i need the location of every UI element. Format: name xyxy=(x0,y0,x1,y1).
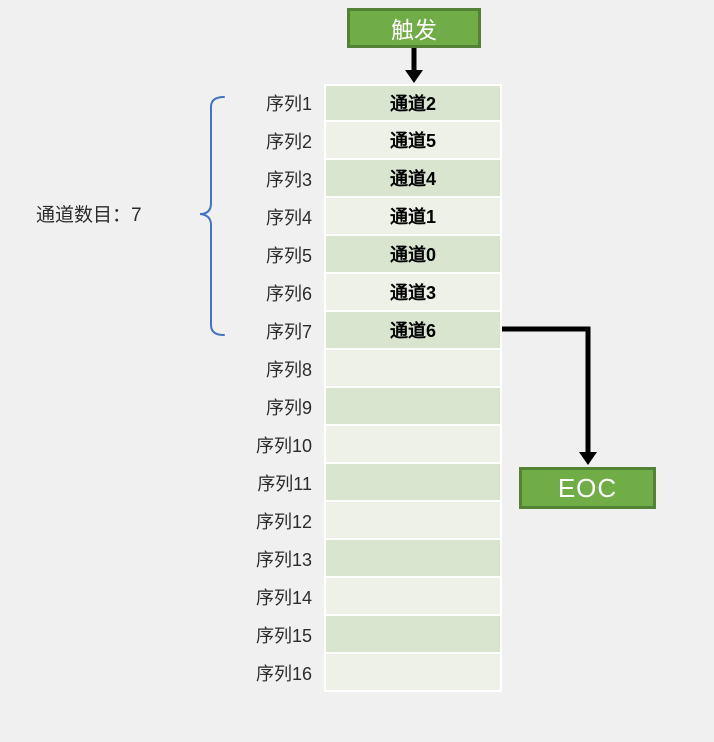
channel-cell xyxy=(324,578,502,616)
sequence-row: 序列7 通道6 xyxy=(230,312,502,350)
sequence-row: 序列8 xyxy=(230,350,502,388)
channel-cell xyxy=(324,616,502,654)
channel-cell: 通道3 xyxy=(324,274,502,312)
sequence-row: 序列11 xyxy=(230,464,502,502)
sequence-row: 序列10 xyxy=(230,426,502,464)
sequence-label: 序列11 xyxy=(257,474,312,494)
count-bracket xyxy=(199,96,225,336)
sequence-label: 序列6 xyxy=(265,284,312,304)
sequence-label: 序列1 xyxy=(265,94,312,114)
sequence-label: 序列13 xyxy=(255,550,312,570)
sequence-label: 序列5 xyxy=(265,246,312,266)
sequence-table: 序列1 通道2 序列2 通道5 序列3 通道4 序列4 通道1 序列5 通道0 序列6 通道3 序列7 通… xyxy=(230,84,502,692)
sequence-row: 序列3 通道4 xyxy=(230,160,502,198)
sequence-label: 序列2 xyxy=(265,132,312,152)
sequence-row: 序列14 xyxy=(230,578,502,616)
sequence-label: 序列15 xyxy=(255,626,312,646)
sequence-row: 序列1 通道2 xyxy=(230,84,502,122)
sequence-row: 序列4 通道1 xyxy=(230,198,502,236)
channel-count-label: 通道数目：7 xyxy=(36,205,142,226)
channel-cell: 通道2 xyxy=(324,84,502,122)
channel-cell xyxy=(324,540,502,578)
sequence-row: 序列16 xyxy=(230,654,502,692)
channel-cell xyxy=(324,388,502,426)
sequence-label: 序列3 xyxy=(265,170,312,190)
channel-cell xyxy=(324,654,502,692)
channel-cell: 通道0 xyxy=(324,236,502,274)
sequence-label: 序列9 xyxy=(265,398,312,418)
channel-cell xyxy=(324,350,502,388)
sequence-label: 序列10 xyxy=(255,436,312,456)
sequence-row: 序列5 通道0 xyxy=(230,236,502,274)
channel-cell xyxy=(324,426,502,464)
eoc-box: EOC xyxy=(519,467,656,509)
trigger-box: 触发 xyxy=(347,8,481,48)
sequence-label: 序列7 xyxy=(265,322,312,342)
channel-cell xyxy=(324,502,502,540)
sequence-row: 序列12 xyxy=(230,502,502,540)
eoc-label: EOC xyxy=(557,472,618,503)
sequence-row: 序列15 xyxy=(230,616,502,654)
sequence-label: 序列12 xyxy=(255,512,312,532)
sequence-label: 序列16 xyxy=(255,664,312,684)
sequence-label: 序列8 xyxy=(265,360,312,380)
channel-cell xyxy=(324,464,502,502)
sequence-row: 序列13 xyxy=(230,540,502,578)
sequence-row: 序列2 通道5 xyxy=(230,122,502,160)
trigger-label: 触发 xyxy=(391,17,437,43)
channel-cell: 通道5 xyxy=(324,122,502,160)
channel-cell: 通道1 xyxy=(324,198,502,236)
sequence-label: 序列4 xyxy=(265,208,312,228)
channel-cell: 通道4 xyxy=(324,160,502,198)
sequence-row: 序列9 xyxy=(230,388,502,426)
sequence-label: 序列14 xyxy=(255,588,312,608)
sequence-row: 序列6 通道3 xyxy=(230,274,502,312)
channel-cell: 通道6 xyxy=(324,312,502,350)
